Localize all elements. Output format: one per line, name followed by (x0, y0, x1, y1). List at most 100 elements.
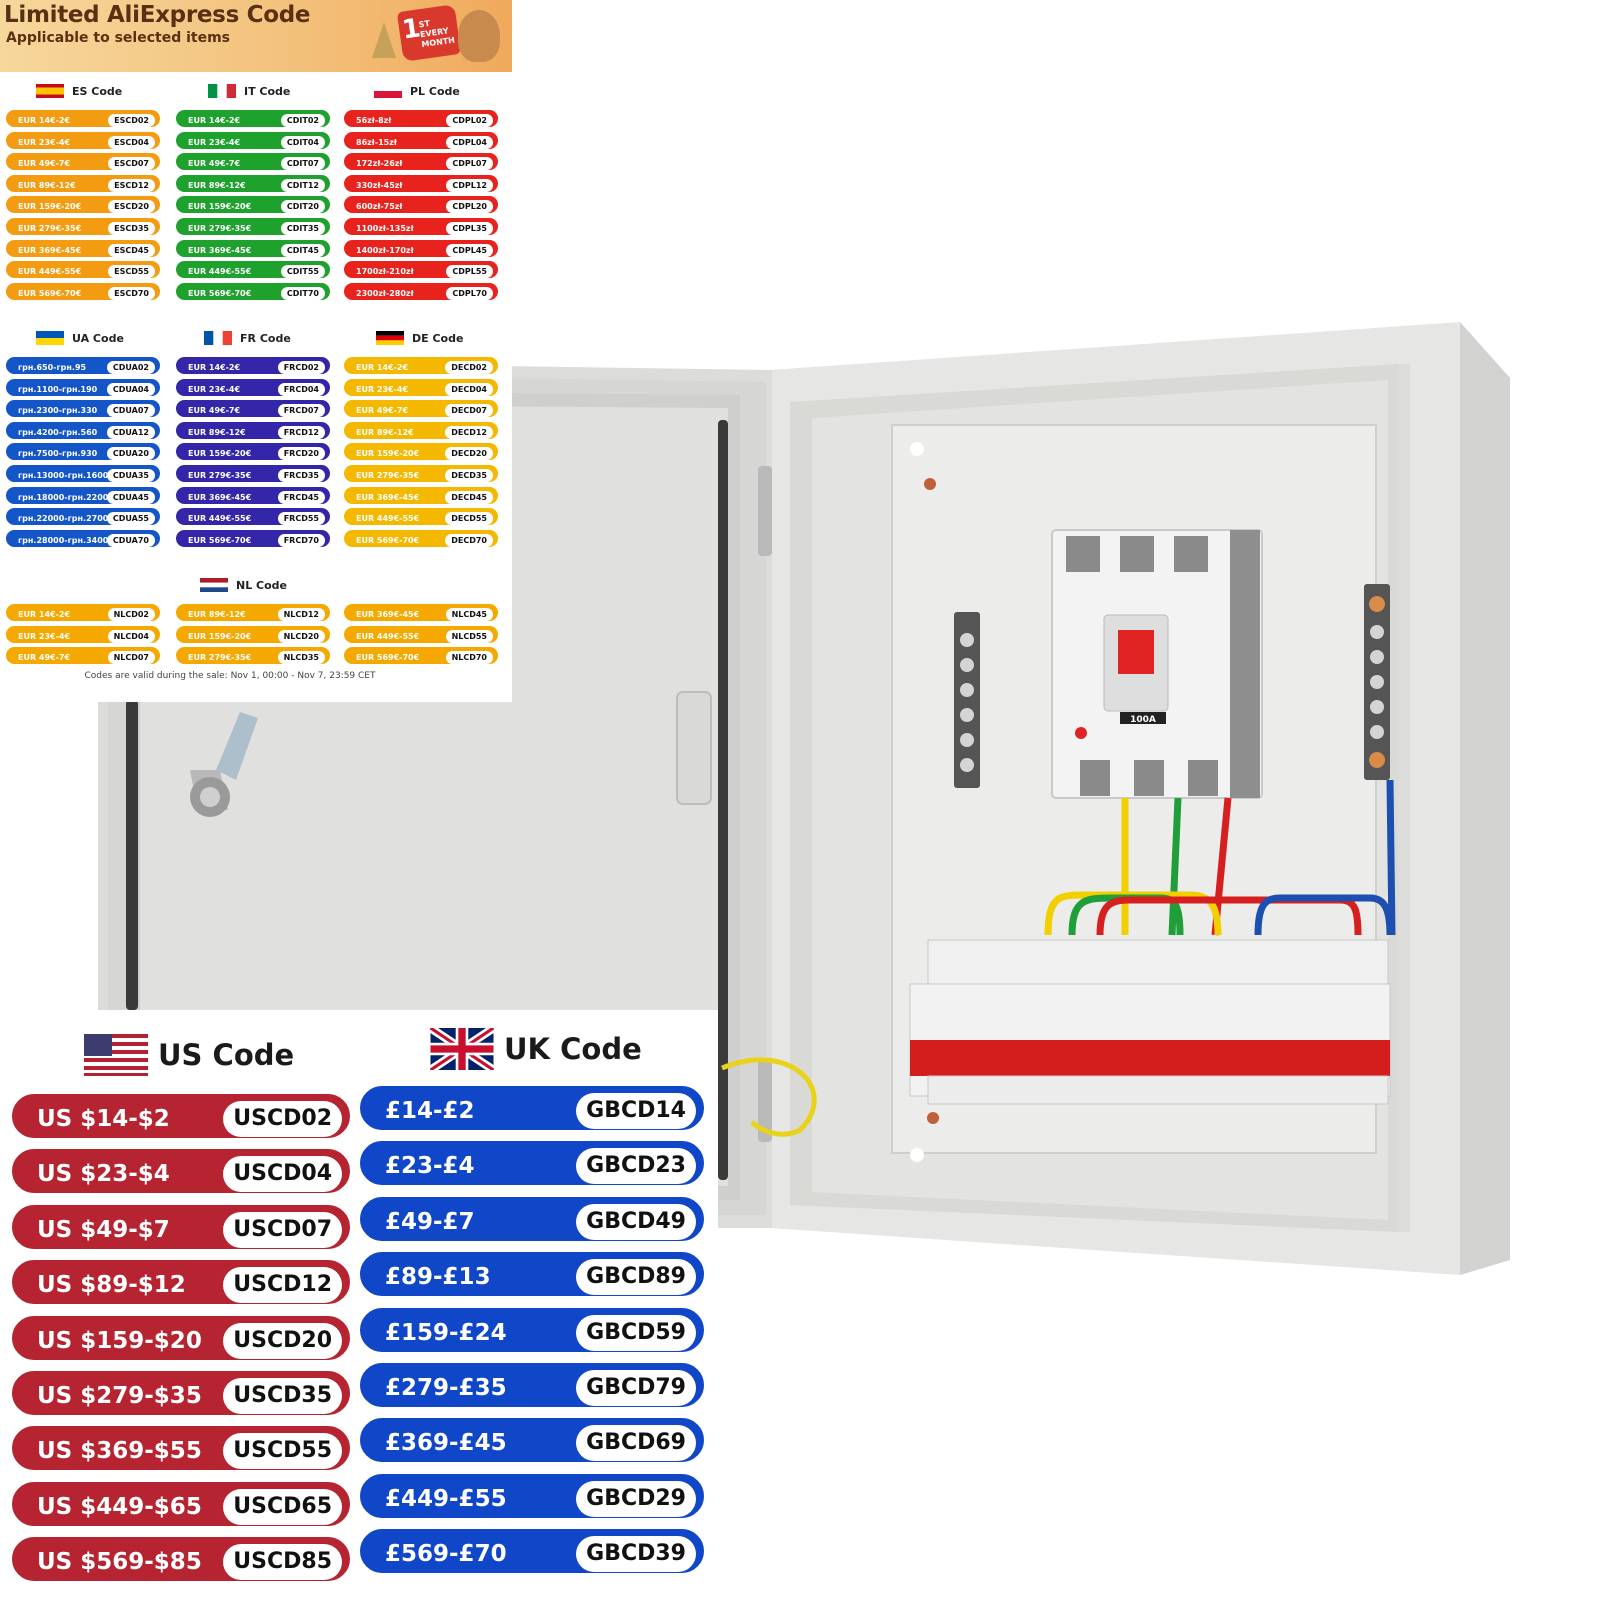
de-coupon-pill[interactable]: EUR 369€-45€DECD45 (344, 486, 498, 504)
fr-coupon-pill[interactable]: EUR 449€-55€FRCD55 (176, 508, 330, 526)
es-coupon-pill[interactable]: EUR 569€-70€ESCD70 (6, 282, 160, 300)
coupon-code[interactable]: NLCD02 (107, 608, 155, 621)
coupon-code[interactable]: NLCD70 (445, 651, 493, 665)
es-coupon-pill[interactable]: EUR 449€-55€ESCD55 (6, 261, 160, 279)
coupon-code[interactable]: CDIT70 (280, 286, 325, 300)
coupon-code[interactable]: CDUA70 (106, 533, 155, 547)
coupon-code[interactable]: USCD35 (223, 1378, 342, 1414)
de-coupon-pill[interactable]: EUR 49€-7€DECD07 (344, 400, 498, 418)
de-coupon-pill[interactable]: EUR 14€-2€DECD02 (344, 357, 498, 374)
coupon-code[interactable]: CDUA02 (106, 361, 155, 374)
nl-coupon-pill[interactable]: EUR 89€-12€NLCD12 (176, 604, 330, 621)
es-coupon-pill[interactable]: EUR 369€-45€ESCD45 (6, 239, 160, 257)
coupon-code[interactable]: FRCD70 (277, 533, 325, 547)
fr-coupon-pill[interactable]: EUR 49€-7€FRCD07 (176, 400, 330, 418)
coupon-code[interactable]: USCD07 (223, 1211, 342, 1248)
coupon-code[interactable]: CDIT12 (280, 178, 325, 192)
it-coupon-pill[interactable]: EUR 49€-7€CDIT07 (176, 153, 330, 171)
es-coupon-pill[interactable]: EUR 14€-2€ESCD02 (6, 110, 160, 127)
de-coupon-pill[interactable]: EUR 159€-20€DECD20 (344, 443, 498, 461)
coupon-code[interactable]: DECD04 (445, 382, 493, 396)
es-coupon-pill[interactable]: EUR 89€-12€ESCD12 (6, 174, 160, 192)
fr-coupon-pill[interactable]: EUR 159€-20€FRCD20 (176, 443, 330, 461)
coupon-code[interactable]: CDUA04 (106, 382, 155, 396)
it-coupon-pill[interactable]: EUR 569€-70€CDIT70 (176, 282, 330, 300)
coupon-code[interactable]: GBCD49 (576, 1203, 696, 1240)
coupon-code[interactable]: DECD20 (445, 447, 493, 461)
fr-coupon-pill[interactable]: EUR 23€-4€FRCD04 (176, 378, 330, 396)
it-coupon-pill[interactable]: EUR 14€-2€CDIT02 (176, 110, 330, 127)
de-coupon-pill[interactable]: EUR 279€-35€DECD35 (344, 465, 498, 482)
coupon-code[interactable]: CDPL04 (446, 135, 493, 149)
de-coupon-pill[interactable]: EUR 449€-55€DECD55 (344, 508, 498, 526)
coupon-code[interactable]: NLCD12 (277, 608, 325, 621)
coupon-code[interactable]: FRCD55 (277, 512, 325, 526)
coupon-code[interactable]: GBCD89 (576, 1259, 696, 1296)
coupon-code[interactable]: CDPL45 (446, 243, 493, 257)
coupon-code[interactable]: ESCD55 (108, 265, 155, 279)
coupon-code[interactable]: CDUA12 (106, 425, 155, 439)
coupon-code[interactable]: FRCD45 (277, 490, 325, 504)
it-coupon-pill[interactable]: EUR 89€-12€CDIT12 (176, 174, 330, 192)
fr-coupon-pill[interactable]: EUR 14€-2€FRCD02 (176, 357, 330, 374)
coupon-code[interactable]: CDIT07 (280, 157, 325, 171)
nl-coupon-pill[interactable]: EUR 49€-7€NLCD07 (6, 647, 160, 665)
coupon-code[interactable]: CDPL07 (446, 157, 493, 171)
nl-coupon-pill[interactable]: EUR 279€-35€NLCD35 (176, 647, 330, 665)
coupon-code[interactable]: GBCD14 (576, 1093, 696, 1129)
coupon-code[interactable]: DECD12 (445, 425, 493, 439)
coupon-code[interactable]: USCD65 (223, 1488, 342, 1525)
nl-coupon-pill[interactable]: EUR 14€-2€NLCD02 (6, 604, 160, 621)
coupon-code[interactable]: CDPL55 (446, 265, 493, 279)
coupon-code[interactable]: USCD02 (223, 1101, 342, 1137)
fr-coupon-pill[interactable]: EUR 569€-70€FRCD70 (176, 529, 330, 547)
coupon-code[interactable]: DECD35 (445, 469, 493, 482)
fr-coupon-pill[interactable]: EUR 369€-45€FRCD45 (176, 486, 330, 504)
coupon-code[interactable]: ESCD45 (108, 243, 155, 257)
coupon-code[interactable]: FRCD20 (277, 447, 325, 461)
it-coupon-pill[interactable]: EUR 23€-4€CDIT04 (176, 131, 330, 149)
it-coupon-pill[interactable]: EUR 279€-35€CDIT35 (176, 218, 330, 235)
coupon-code[interactable]: USCD12 (223, 1267, 342, 1304)
coupon-code[interactable]: CDPL12 (446, 178, 493, 192)
coupon-code[interactable]: FRCD02 (277, 361, 325, 374)
it-coupon-pill[interactable]: EUR 449€-55€CDIT55 (176, 261, 330, 279)
coupon-code[interactable]: CDUA07 (106, 404, 155, 418)
coupon-code[interactable]: USCD55 (223, 1433, 342, 1470)
coupon-code[interactable]: CDIT02 (280, 114, 325, 127)
coupon-code[interactable]: DECD07 (445, 404, 493, 418)
coupon-code[interactable]: CDIT04 (280, 135, 325, 149)
es-coupon-pill[interactable]: EUR 159€-20€ESCD20 (6, 196, 160, 214)
nl-coupon-pill[interactable]: EUR 449€-55€NLCD55 (344, 625, 498, 643)
coupon-code[interactable]: CDPL02 (446, 114, 493, 127)
coupon-code[interactable]: DECD55 (445, 512, 493, 526)
